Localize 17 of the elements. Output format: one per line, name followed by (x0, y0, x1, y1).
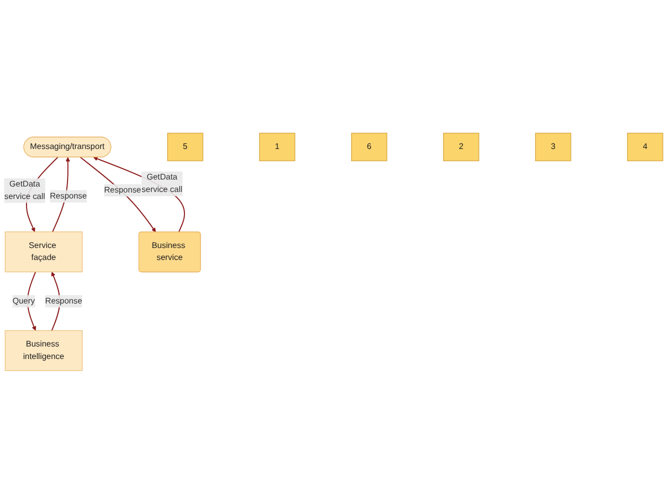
node-box: Service façade (4, 231, 82, 272)
node-box: 6 (351, 132, 388, 161)
edge-label: GetData service call (4, 179, 46, 200)
node-box: 4 (627, 132, 664, 161)
arrow (26, 271, 36, 330)
edge-label: Response (104, 185, 142, 194)
node-box: 1 (259, 132, 296, 161)
edge-label: GetData service call (142, 172, 182, 194)
edge-label: Query (12, 296, 35, 305)
arrow (80, 156, 156, 232)
node-box: Business intelligence (4, 330, 82, 371)
node-box: 2 (443, 132, 480, 161)
node-box: 5 (167, 132, 204, 161)
edge-label: Response (50, 191, 87, 200)
edge-label: Response (45, 296, 82, 305)
arrow (93, 156, 185, 232)
node-box: 3 (535, 132, 572, 161)
